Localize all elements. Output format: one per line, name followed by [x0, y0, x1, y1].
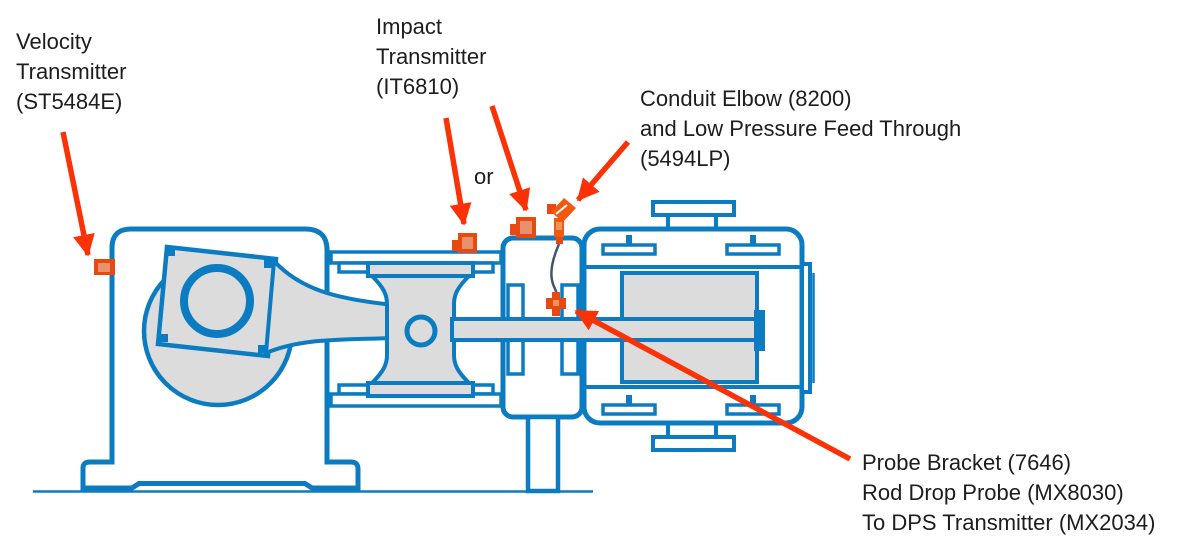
cylinder-end-plate [800, 262, 812, 394]
impact-transmitter-label-line3: (IT6810) [376, 74, 460, 99]
conduit-elbow-label: Conduit Elbow (8200) and Low Pressure Fe… [640, 84, 961, 174]
elbow-side-block [547, 204, 556, 214]
arrow-impact-option1 [443, 117, 472, 226]
conduit-elbow-assembly [547, 198, 576, 244]
arrow-conduit-elbow [575, 140, 631, 202]
arrow-rod-drop-probe [574, 308, 852, 462]
velocity-transmitter-label-line2: Transmitter [16, 59, 127, 84]
big-end-bolts [160, 248, 272, 353]
arrow-impact-option2 [489, 105, 531, 212]
probe-bracket-label-line2: Rod Drop Probe (MX8030) [862, 480, 1124, 505]
velocity-transmitter-sensor [94, 259, 115, 275]
conduit-elbow-label-line2: and Low Pressure Feed Through [640, 116, 962, 141]
velocity-transmitter-label-line3: (ST5484E) [16, 89, 123, 114]
impact-transmitter-sensor-option2 [510, 217, 536, 238]
support-leg [525, 414, 561, 494]
bottom-flange-bar [651, 435, 736, 452]
conduit-elbow-label-line3: (5494LP) [640, 146, 731, 171]
impact-transmitter-label: Impact Transmitter (IT6810) [376, 12, 486, 102]
conduit-elbow-label-line1: Conduit Elbow (8200) [640, 86, 852, 111]
impact-transmitter-label-line2: Transmitter [376, 44, 487, 69]
probe-bracket-label-line3: To DPS Transmitter (MX2034) [862, 510, 1156, 535]
top-flange-bar [651, 200, 736, 217]
impact-transmitter-label-line1: Impact [376, 14, 443, 39]
elbow-diamond [551, 198, 576, 222]
impact-transmitter-sensor-option1 [452, 233, 477, 253]
crosshead-bottom-cap [366, 381, 475, 398]
velocity-transmitter-label-line1: Velocity [16, 29, 92, 54]
rod-drop-probe [546, 292, 566, 316]
velocity-transmitter-label: Velocity Transmitter (ST5484E) [16, 27, 126, 117]
piston-upper [620, 271, 759, 321]
probe-bracket-label: Probe Bracket (7646) Rod Drop Probe (MX8… [862, 448, 1155, 538]
probe-bracket-label-line1: Probe Bracket (7646) [862, 450, 1072, 475]
crank-pin-bearing [180, 264, 254, 338]
feed-through-tip [556, 237, 563, 244]
distance-piece [500, 235, 585, 494]
arrow-velocity-transmitter [60, 131, 95, 257]
rod-end-cap [754, 310, 765, 351]
crosshead [366, 261, 475, 398]
wrist-pin [404, 314, 438, 348]
annotation-arrows [60, 105, 852, 462]
or-label: or [474, 164, 494, 189]
crosshead-top-cap [366, 261, 475, 278]
